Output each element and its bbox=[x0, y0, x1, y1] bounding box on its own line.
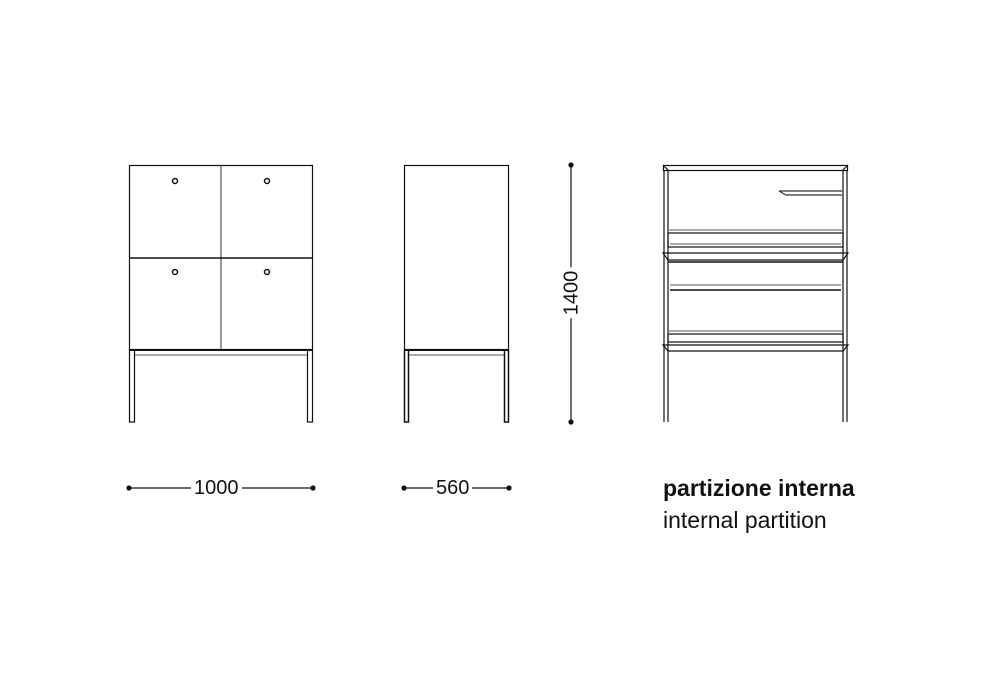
width-dimension-label: 1000 bbox=[191, 477, 242, 499]
side-view bbox=[403, 164, 510, 423]
caption-italian: partizione interna bbox=[663, 475, 855, 501]
depth-dimension-label: 560 bbox=[433, 477, 473, 499]
front-view bbox=[128, 164, 314, 423]
height-dimension-label: 1400 bbox=[560, 267, 583, 319]
internal-partition-view bbox=[661, 164, 850, 422]
knob-icon bbox=[171, 268, 179, 276]
knob-icon bbox=[263, 177, 271, 185]
knob-icon bbox=[263, 268, 271, 276]
caption-english: internal partition bbox=[663, 507, 827, 533]
knob-icon bbox=[171, 177, 179, 185]
